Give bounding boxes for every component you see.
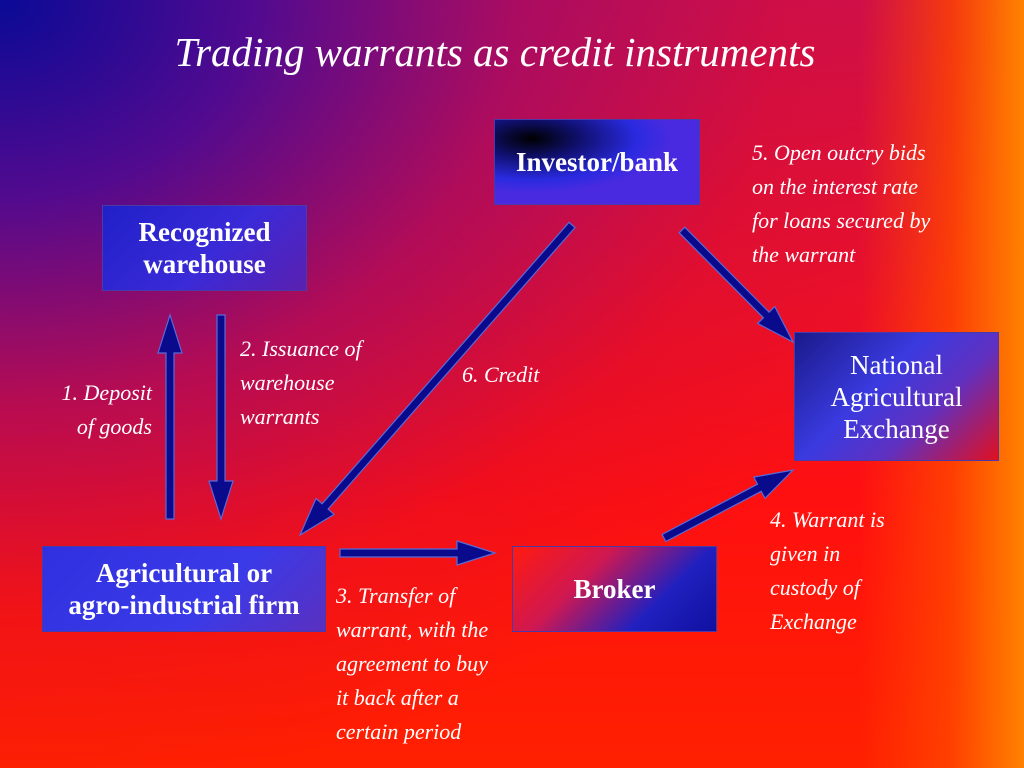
arrow-outcry [678, 226, 795, 344]
investor-bank-node: Investor/bank [494, 119, 700, 205]
recognized-warehouse-label: Recognized warehouse [138, 217, 271, 279]
step-4-custody-label: 4. Warrant is given in custody of Exchan… [770, 507, 885, 634]
broker-node: Broker [512, 546, 717, 632]
investor-bank-label: Investor/bank [515, 147, 679, 177]
slide-title: Trading warrants as credit instruments [174, 29, 816, 75]
step-5-outcry-label: 5. Open outcry bids on the interest rate… [752, 140, 931, 267]
national-agricultural-exchange-label: National Agricultural Exchange [830, 349, 963, 444]
arrow-deposit-up [157, 313, 183, 520]
arrow-issuance-down [208, 314, 234, 521]
agricultural-firm-node: Agricultural or agro-industrial firm [42, 546, 326, 632]
recognized-warehouse-node: Recognized warehouse [102, 205, 307, 291]
agricultural-firm-label: Agricultural or agro-industrial firm [68, 558, 300, 620]
step-1-deposit-label: 1. Deposit of goods [61, 380, 152, 439]
national-agricultural-exchange-node: National Agricultural Exchange [794, 332, 999, 461]
step-2-issuance-label: 2. Issuance of warehouse warrants [240, 336, 362, 429]
arrow-transfer [339, 540, 497, 566]
step-3-transfer-label: 3. Transfer of warrant, with the agreeme… [336, 583, 489, 744]
arrow-credit [298, 221, 576, 537]
broker-label: Broker [573, 574, 656, 604]
arrow-custody [661, 469, 795, 543]
step-6-credit-label: 6. Credit [462, 362, 540, 387]
